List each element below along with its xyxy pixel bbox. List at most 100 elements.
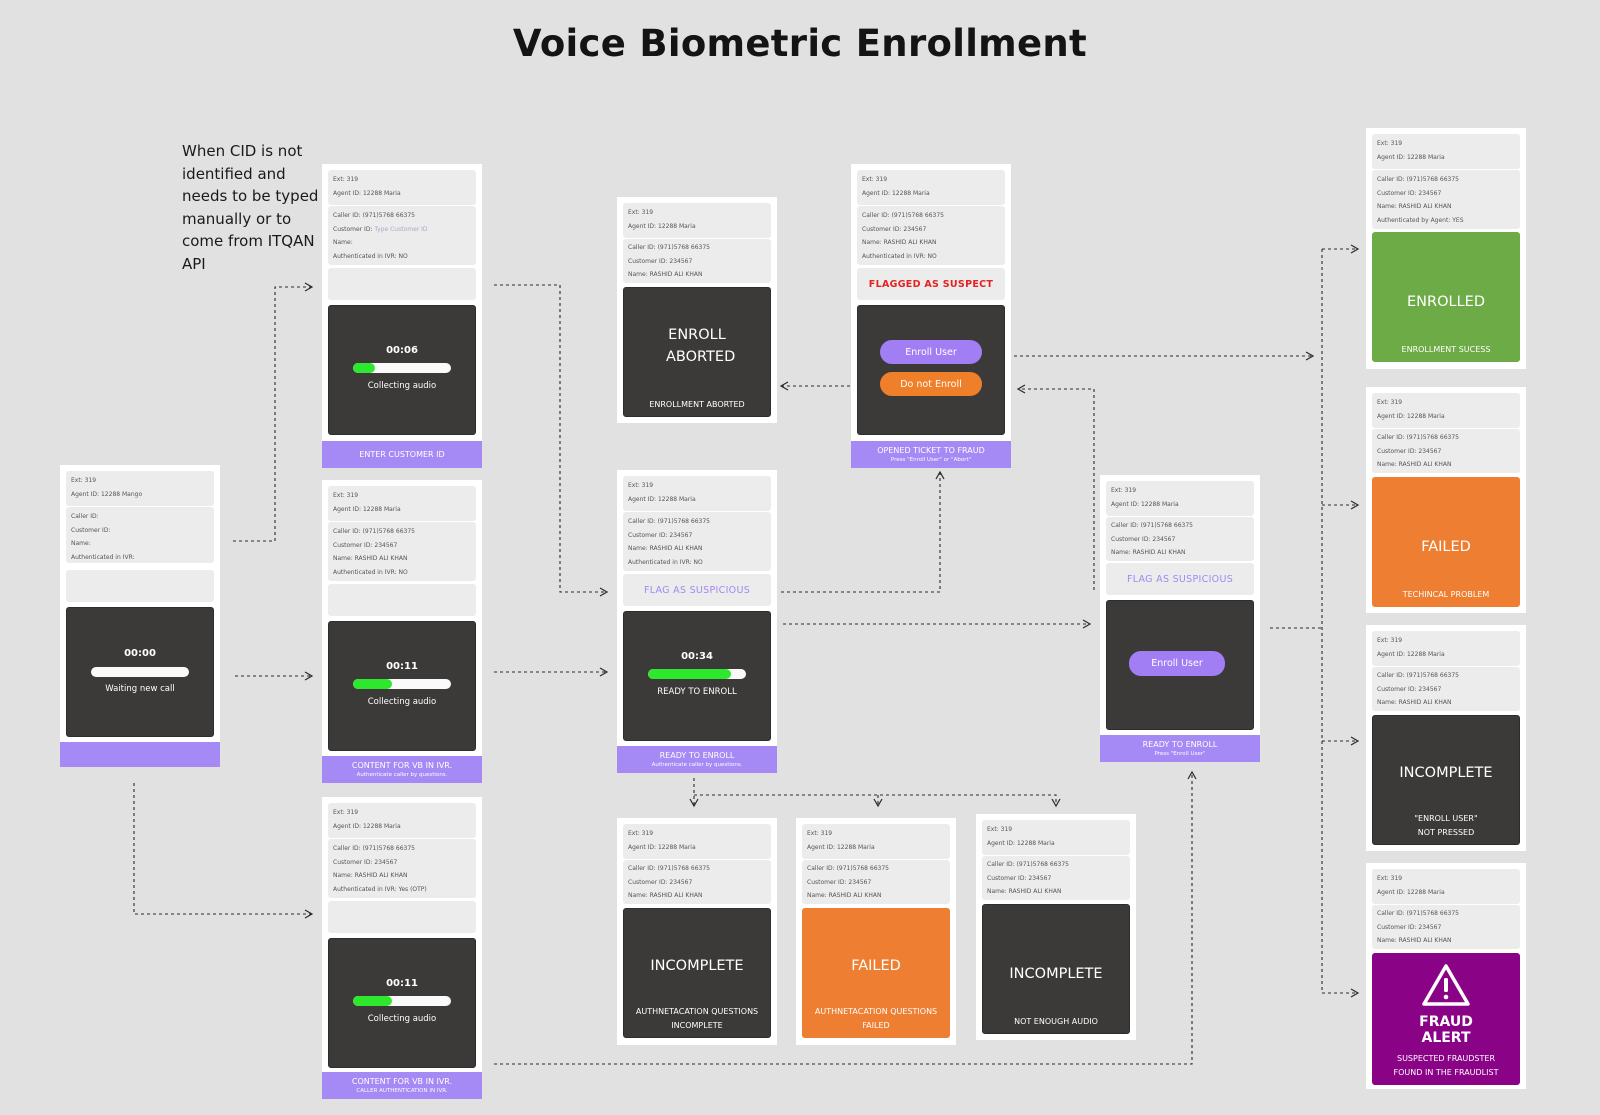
timer: 00:00: [124, 648, 156, 659]
arrow-ready-right-to-suspect: [1016, 384, 1095, 590]
card-consent-questions: Ext: 319 Agent ID: 12288 Maria Caller ID…: [322, 480, 482, 783]
card-footer: READY TO ENROLL Authenticate caller by q…: [617, 746, 777, 773]
caller-id-label: Caller ID: (971)5768 66375: [862, 212, 944, 219]
result-subtitle-line2: FOUND IN THE FRAUDLIST: [1393, 1067, 1499, 1077]
ext-label: Ext: 319: [1377, 637, 1403, 644]
audio-panel: 00:34 READY TO ENROLL: [623, 611, 771, 741]
name-label: Name: RASHID ALI KHAN: [333, 872, 408, 879]
card-incomplete-audio: Ext: 319 Agent ID: 12288 Maria Caller ID…: [976, 814, 1136, 1040]
enroll-user-button[interactable]: Enroll User: [1129, 651, 1225, 676]
flag-suspicious-button[interactable]: FLAG AS SUSPICIOUS: [623, 574, 771, 606]
name-label: Name: RASHID ALI KHAN: [628, 545, 703, 552]
timer: 00:34: [681, 651, 713, 662]
footer-title: ENTER CUSTOMER ID: [359, 450, 445, 459]
arrow-ready-to-suspect: [781, 470, 945, 593]
caller-id-label: Caller ID: (971)5768 66375: [628, 518, 710, 525]
caller-id-label: Caller ID: (971)5768 66375: [1377, 176, 1459, 183]
auth-label: Authenticated in IVR: NO: [333, 252, 408, 260]
customer-id-label: Customer ID:: [333, 225, 373, 233]
customer-id-label: Customer ID: 234567: [1111, 535, 1176, 543]
fraud-alert-title: FRAUD ALERT: [1373, 1014, 1519, 1046]
result-subtitle: NOT ENOUGH AUDIO: [1014, 1016, 1098, 1026]
name-label: Name:: [71, 540, 91, 547]
timer: 00:11: [386, 661, 418, 672]
footer-title: CONTENT FOR VB IN IVR.: [351, 1077, 453, 1086]
card-ready-to-enroll: Ext: 319 Agent ID: 12288 Maria Caller ID…: [617, 470, 777, 773]
progress-fill: [353, 996, 393, 1006]
footer-subtitle: CALLER AUTHENTICATION IN IVR.: [356, 1088, 448, 1094]
ext-label: Ext: 319: [1377, 399, 1403, 406]
fraud-alert-line1: FRAUD: [1419, 1014, 1473, 1030]
audio-panel: 00:11 Collecting audio: [328, 938, 476, 1068]
customer-id-label: Customer ID: 234567: [1377, 923, 1442, 931]
agent-label: Agent ID: 12288 Maria: [333, 822, 401, 830]
timer: 00:06: [386, 345, 418, 356]
name-label: Name: RASHID ALI KHAN: [1377, 937, 1452, 944]
agent-label: Agent ID: 12288 Maria: [628, 222, 696, 230]
caller-id-label: Caller ID: (971)5768 66375: [628, 244, 710, 251]
card-footer: CONTENT FOR VB IN IVR. Authenticate call…: [322, 756, 482, 783]
caller-id-label: Caller ID: (971)5768 66375: [1111, 522, 1193, 529]
customer-id-label: Customer ID: 234567: [1377, 447, 1442, 455]
card-fraud-alert: Ext: 319 Agent ID: 12288 Maria Caller ID…: [1366, 863, 1526, 1089]
progress-bar: [353, 996, 451, 1006]
result-subtitle: ENROLLMENT ABORTED: [649, 399, 745, 409]
name-label: Name: RASHID ALI KHAN: [628, 892, 703, 899]
result-subtitle-line2: FAILED: [862, 1020, 890, 1030]
flag-suspicious-button[interactable]: FLAG AS SUSPICIOUS: [1106, 563, 1254, 595]
result-subtitle: AUTHNETACATION QUESTIONS FAILED: [803, 1005, 949, 1032]
result-subtitle-line1: SUSPECTED FRAUDSTER: [1396, 1054, 1496, 1063]
result-panel: ENROLLED ENROLLMENT SUCESS: [1372, 232, 1520, 362]
customer-id-label: Customer ID:: [71, 526, 111, 534]
warning-triangle-icon: [1373, 962, 1519, 1012]
customer-id-placeholder: Type Customer ID: [374, 225, 428, 233]
status-text: Collecting audio: [367, 697, 437, 707]
customer-id-label: Customer ID: 234567: [987, 874, 1052, 882]
flag-suspicious-label: FLAG AS SUSPICIOUS: [1126, 573, 1234, 585]
result-title: INCOMPLETE: [1009, 966, 1103, 982]
timer: 00:11: [386, 978, 418, 989]
ext-label: Ext: 319: [807, 830, 833, 837]
flagged-suspect-label: FLAGGED AS SUSPECT: [868, 278, 994, 290]
arrow-enter-id-to-ready: [494, 284, 609, 597]
fraud-alert-line2: ALERT: [1421, 1030, 1471, 1046]
footer-subtitle: Press "Enroll User": [1154, 751, 1206, 757]
result-subtitle-line1: "ENROLL USER": [1414, 814, 1478, 823]
customer-id-field[interactable]: Customer ID: Type Customer ID: [328, 223, 476, 237]
arrow-waiting-to-enter-id: [233, 282, 314, 542]
agent-label: Agent ID: 12288 Maria: [628, 495, 696, 503]
name-label: Name: RASHID ALI KHAN: [1377, 203, 1452, 210]
progress-fill: [353, 679, 393, 689]
ext-label: Ext: 319: [862, 176, 888, 183]
customer-id-label: Customer ID: 234567: [333, 541, 398, 549]
card-flagged-suspect: Ext: 319 Agent ID: 12288 Maria Caller ID…: [851, 164, 1011, 468]
action-panel: Enroll User: [1106, 600, 1254, 730]
agent-label: Agent ID: 12288 Maria: [628, 843, 696, 851]
ext-label: Ext: 319: [1111, 487, 1137, 494]
auth-label: Authenticated in IVR:: [71, 553, 135, 561]
footer-subtitle: Authenticate caller by questions.: [356, 772, 448, 778]
do-not-enroll-button[interactable]: Do not Enroll: [880, 372, 982, 396]
result-panel: INCOMPLETE "ENROLL USER" NOT PRESSED: [1372, 715, 1520, 845]
ext-label: Ext: 319: [628, 209, 654, 216]
ext-label: Ext: 319: [628, 830, 654, 837]
empty-field: [328, 584, 476, 616]
audio-panel: 00:11 Collecting audio: [328, 621, 476, 751]
card-footer: [60, 742, 220, 767]
caller-id-label: Caller ID: (971)5768 66375: [1377, 434, 1459, 441]
status-text: Collecting audio: [367, 1014, 437, 1024]
name-label: Name:: [333, 239, 353, 246]
enroll-user-button[interactable]: Enroll User: [880, 340, 982, 364]
customer-id-label: Customer ID: 234567: [333, 858, 398, 866]
card-enter-customer-id: Ext: 319 Agent ID: 12288 Maria Caller ID…: [322, 164, 482, 468]
auth-label: Authenticated by Agent: YES: [1377, 216, 1464, 224]
caller-id-label: Caller ID: (971)5768 66375: [1377, 910, 1459, 917]
customer-id-label: Customer ID: 234567: [807, 878, 872, 886]
result-subtitle-line1: AUTHNETACATION QUESTIONS: [814, 1007, 938, 1016]
agent-label: Agent ID: 12288 Maria: [1377, 412, 1445, 420]
agent-label: Agent ID: 12288 Maria: [987, 839, 1055, 847]
auth-label: Authenticated in IVR: NO: [862, 252, 937, 260]
ext-label: Ext: 319: [1377, 140, 1403, 147]
customer-id-label: Customer ID: 234567: [628, 257, 693, 265]
card-failed-auth: Ext: 319 Agent ID: 12288 Maria Caller ID…: [796, 818, 956, 1045]
